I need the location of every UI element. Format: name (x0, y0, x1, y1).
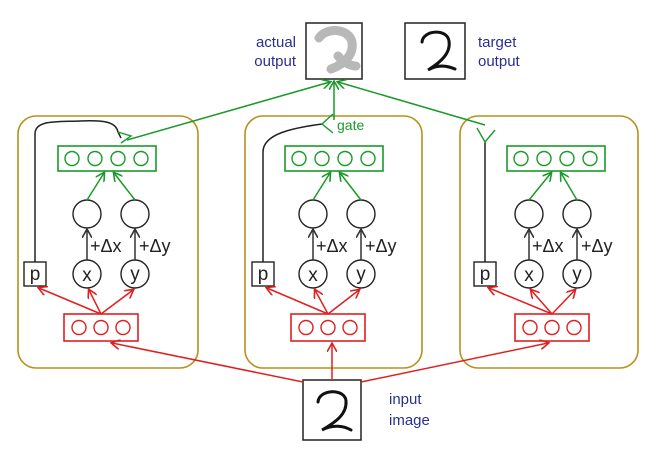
capsule-1-frame (17, 115, 199, 369)
capsule-2-output-units (284, 145, 384, 172)
capsule-3-dy-unit (562, 199, 592, 229)
capsule-2-gate-symbol (320, 113, 334, 134)
actual-output-image (305, 22, 363, 80)
capsule-1-dy-unit (120, 199, 150, 229)
capsule-3-x-label: x (524, 265, 534, 286)
input-image-label-1: input (389, 391, 422, 408)
capsule-2-dx-unit (298, 199, 328, 229)
actual-output-label-1: actual (256, 34, 296, 51)
target-output-image (404, 22, 466, 80)
capsule-1-y-label: y (130, 264, 140, 285)
capsule-1-x-label: x (82, 265, 92, 286)
capsule-2-dy-unit (346, 199, 376, 229)
capsule-2-gate-wire (262, 123, 323, 262)
capsule-3: x y p +Δx +Δy (459, 115, 639, 369)
capsule-1-p-label: p (30, 264, 41, 285)
target-output-label-2: output (478, 53, 521, 70)
capsule-3-dx-unit (514, 199, 544, 229)
actual-output-label-2: output (254, 53, 297, 70)
capsule-3-dy-label: +Δy (581, 236, 613, 256)
capsule-1-gate-symbol (117, 131, 133, 144)
capsule-1-dx-unit (72, 199, 102, 229)
capsule-3-y-label: y (572, 264, 582, 285)
input-connections (112, 343, 548, 383)
capsule-3-frame (459, 115, 639, 369)
input-image (302, 379, 362, 441)
capsule-1: x y p +Δx +Δy (17, 115, 199, 369)
capsule-3-gate-symbol (476, 127, 496, 144)
capsule-1-dy-label: +Δy (139, 236, 171, 256)
capsule-3-input-units (514, 313, 590, 342)
capsule-2-y-label: y (356, 264, 366, 285)
capsule-3-p-label: p (480, 264, 491, 285)
capsule-2-dx-label: +Δx (316, 236, 348, 256)
capsule-1-input-units (63, 313, 139, 342)
gate-label: gate (337, 117, 364, 133)
capsule-1-dx-label: +Δx (90, 236, 122, 256)
capsule-1-gate-wire (34, 120, 122, 262)
capsule-2: x y p +Δx +Δy gate (244, 113, 423, 369)
capsule-3-dx-label: +Δx (532, 236, 564, 256)
target-output-label-1: target (478, 34, 517, 51)
capsule-2-dy-label: +Δy (365, 236, 397, 256)
capsule-2-p-label: p (258, 264, 269, 285)
capsule-3-output-units (506, 145, 606, 172)
output-connections (126, 82, 486, 141)
capsule-2-x-label: x (308, 265, 318, 286)
input-image-label-2: image (389, 412, 430, 429)
capsule-1-output-units (57, 145, 157, 172)
capsule-2-input-units (290, 313, 366, 342)
